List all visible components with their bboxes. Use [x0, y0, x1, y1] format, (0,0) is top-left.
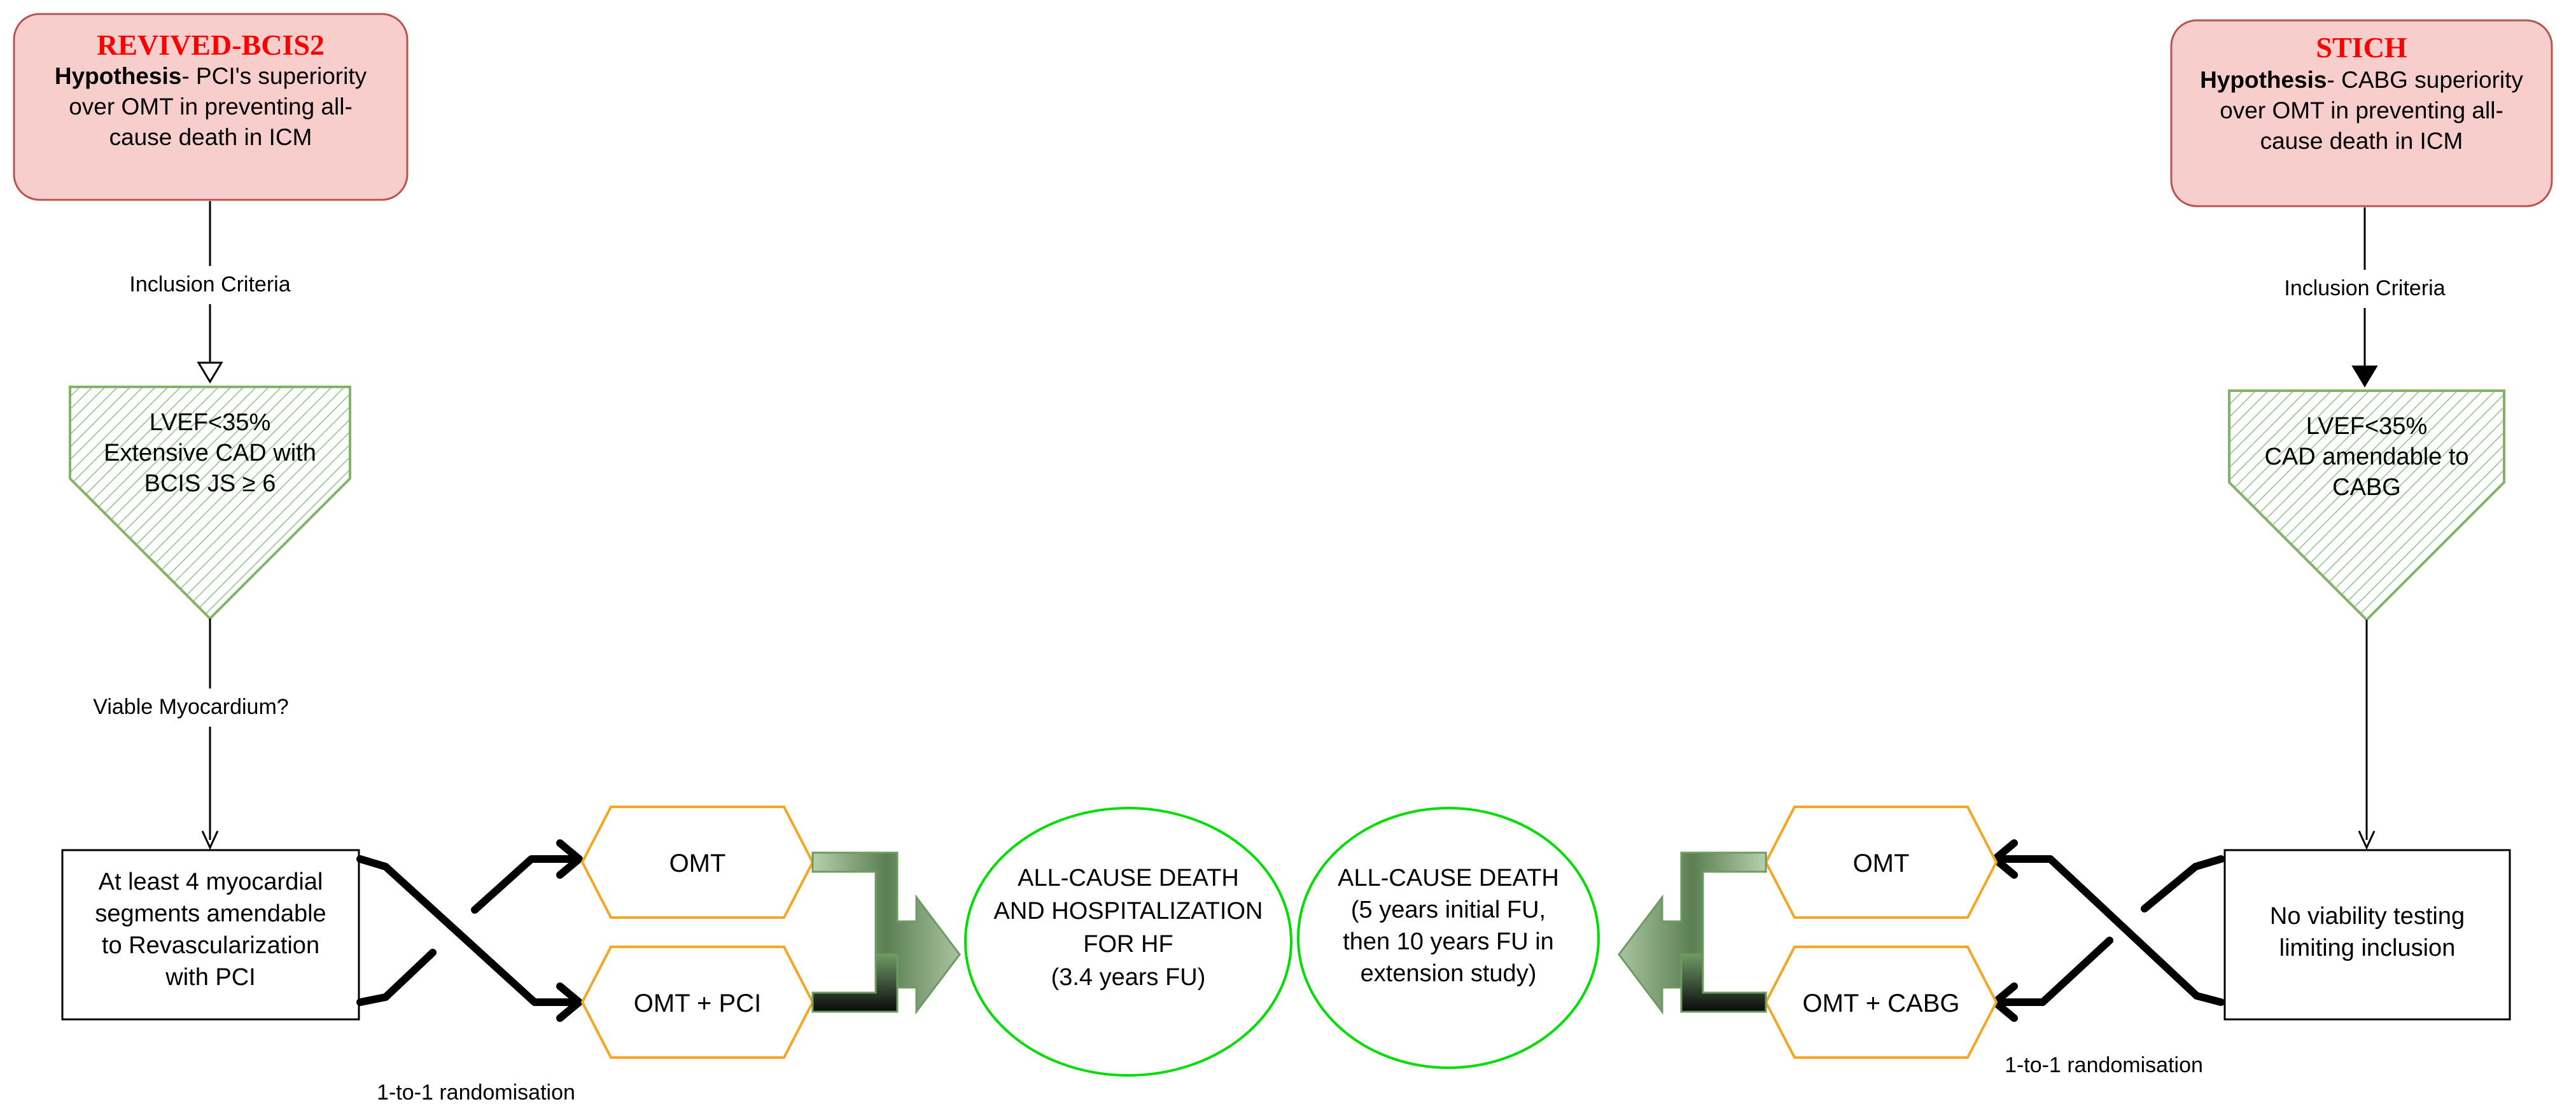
right-randomisation-arrows [1991, 839, 2225, 1022]
right-arm-omt-label: OMT [1853, 849, 1910, 877]
svg-text:Hypothesis- PCI's superiority: Hypothesis- PCI's superiority [55, 63, 367, 89]
left-arm-omt-label: OMT [669, 849, 726, 877]
left-outcome-line-2: AND HOSPITALIZATION [994, 898, 1263, 925]
right-hypothesis-line-2: over OMT in preventing all- [2220, 97, 2503, 123]
left-segments-line-1: At least 4 myocardial [99, 869, 323, 895]
right-outcome-line-4: extension study) [1361, 960, 1537, 987]
left-segments-line-2: segments amendable [95, 900, 326, 927]
right-arm-combo: OMT + CABG [1764, 946, 1998, 1059]
right-outcome-line-1: ALL-CAUSE DEATH [1338, 865, 1559, 891]
left-hypothesis-line-3: cause death in ICM [109, 124, 312, 150]
left-hypothesis-line-1: - PCI's superiority [181, 63, 367, 89]
left-segments-line-3: to Revascularization [102, 932, 319, 959]
right-trial-title: STICH [2316, 31, 2407, 64]
arrowhead-icon [2358, 830, 2376, 850]
left-segments-line-4: with PCI [165, 964, 255, 991]
right-outcome-line-3: then 10 years FU in [1343, 928, 1554, 955]
left-arm-combo: OMT + PCI [580, 946, 815, 1059]
left-arm-combo-label: OMT + PCI [634, 989, 761, 1017]
left-viability-connector: Viable Myocardium? [93, 618, 289, 850]
right-merge-connector [1618, 851, 1767, 1015]
right-outcome-ellipse: ALL-CAUSE DEATH (5 years initial FU, the… [1297, 807, 1600, 1069]
right-criteria-shape: LVEF<35% CAD amendable to CABG [2228, 389, 2505, 622]
right-viability-connector [2358, 620, 2376, 850]
left-outcome-line-3: FOR HF [1083, 931, 1173, 958]
left-merge-connector [811, 851, 961, 1015]
right-viability-line-2: limiting inclusion [2279, 935, 2456, 961]
left-criteria-line-1: LVEF<35% [150, 409, 270, 436]
arrowhead-icon [2351, 365, 2378, 388]
left-criteria-shape: LVEF<35% Extensive CAD with BCIS JS ≥ 6 [69, 386, 351, 620]
left-criteria-line-2: Extensive CAD with [104, 440, 316, 466]
right-arm-combo-label: OMT + CABG [1802, 989, 1959, 1017]
left-segments-box: At least 4 myocardial segments amendable… [61, 849, 360, 1021]
right-hypothesis-line-3: cause death in ICM [2260, 128, 2463, 154]
right-criteria-line-2: CAD amendable to [2264, 444, 2468, 470]
left-hypothesis-box: REVIVED-BCIS2 Hypothesis- PCI's superior… [13, 13, 409, 201]
right-criteria-line-3: CABG [2332, 474, 2401, 501]
right-hypothesis-line-1: - CABG superiority [2327, 67, 2524, 93]
right-viability-line-1: No viability testing [2270, 903, 2465, 930]
left-outcome-line-4: (3.4 years FU) [1051, 964, 1206, 991]
left-arm-omt: OMT [580, 806, 815, 919]
left-criteria-line-3: BCIS JS ≥ 6 [144, 470, 276, 497]
left-randomisation-label: 1-to-1 randomisation [377, 1080, 575, 1105]
right-inclusion-label: Inclusion Criteria [2284, 276, 2445, 300]
right-inclusion-connector: Inclusion Criteria [2284, 207, 2446, 388]
right-viability-box: No viability testing limiting inclusion [2223, 849, 2511, 1021]
right-hypothesis-box: STICH Hypothesis- CABG superiority over … [2170, 19, 2553, 207]
left-hypothesis-label: Hypothesis [55, 63, 181, 89]
left-trial-title: REVIVED-BCIS2 [97, 29, 325, 61]
left-inclusion-label: Inclusion Criteria [129, 272, 290, 297]
left-outcome-line-1: ALL-CAUSE DEATH [1018, 865, 1239, 891]
right-randomisation-label: 1-to-1 randomisation [2005, 1053, 2203, 1077]
left-outcome-ellipse: ALL-CAUSE DEATH AND HOSPITALIZATION FOR … [964, 807, 1292, 1077]
svg-text:Hypothesis- CABG superiority: Hypothesis- CABG superiority [2200, 67, 2523, 93]
arrowhead-icon [201, 830, 219, 850]
arrowhead-icon [197, 361, 223, 384]
left-hypothesis-line-2: over OMT in preventing all- [69, 94, 353, 120]
left-viability-label: Viable Myocardium? [93, 695, 288, 719]
right-outcome-line-2: (5 years initial FU, [1351, 897, 1546, 923]
right-arm-omt: OMT [1764, 806, 1998, 919]
right-hypothesis-label: Hypothesis [2200, 67, 2327, 93]
left-inclusion-connector: Inclusion Criteria [129, 201, 291, 384]
left-randomisation-arrows [356, 839, 583, 1022]
right-criteria-line-1: LVEF<35% [2306, 413, 2427, 440]
